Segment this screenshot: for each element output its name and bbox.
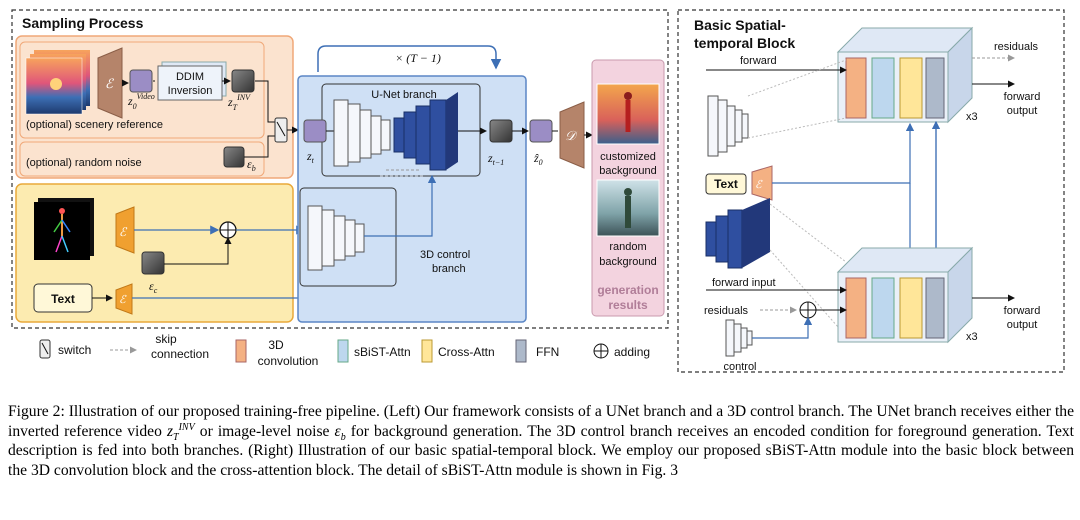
ddim-label-1: DDIM bbox=[176, 71, 204, 83]
right-control-stack bbox=[725, 319, 753, 357]
legend-sbist-icon bbox=[337, 339, 349, 363]
zt-minus-1-latent bbox=[489, 119, 513, 143]
z0-video-label: z0Video bbox=[127, 92, 155, 111]
residuals-bottom-label: residuals bbox=[704, 305, 749, 317]
eps-c-label: εc bbox=[149, 279, 158, 295]
generation-results-label-2: results bbox=[608, 298, 648, 312]
loop-label: × (T − 1) bbox=[395, 51, 441, 65]
z0-hat-latent bbox=[529, 119, 553, 143]
sun-shape bbox=[50, 78, 62, 90]
random-caption-1: random bbox=[609, 241, 646, 253]
right-panel-frame bbox=[677, 9, 1065, 373]
unet-decoder-stack bbox=[393, 92, 458, 171]
forward-output-2b: output bbox=[1007, 319, 1038, 331]
forward-output-1b: output bbox=[1007, 105, 1038, 117]
forward-label: forward bbox=[740, 55, 777, 67]
condition-encoder bbox=[115, 206, 135, 254]
eps-b-noise bbox=[223, 146, 245, 168]
customized-caption-2: background bbox=[599, 165, 657, 177]
z0-video-latent bbox=[129, 69, 153, 93]
zt-label: zt bbox=[306, 149, 315, 165]
video-encoder bbox=[97, 47, 123, 119]
caption-math-eps: εb bbox=[334, 422, 346, 443]
right-text-box bbox=[705, 173, 747, 195]
forward-output-2a: forward bbox=[1004, 305, 1041, 317]
text-encoder-symbol: ℰ bbox=[119, 294, 127, 306]
video-decoder bbox=[559, 101, 585, 169]
x3-top-label: x3 bbox=[966, 111, 978, 123]
eps-b-label: εb bbox=[247, 157, 256, 173]
top-spatial-temporal-block bbox=[836, 26, 974, 124]
legend-cross-label: Cross-Attn bbox=[438, 345, 495, 359]
left-panel-frame bbox=[11, 9, 669, 329]
left-panel-title: Sampling Process bbox=[22, 15, 144, 31]
zt-latent bbox=[303, 119, 327, 143]
residuals-top-label: residuals bbox=[994, 41, 1039, 53]
legend-conv-icon bbox=[235, 339, 247, 363]
legend-ffn-label: FFN bbox=[536, 345, 559, 359]
pipeline-figure: Sampling Process ℰ z0Video DDIM Inversio… bbox=[11, 9, 1065, 373]
caption-part2: or image-level noise bbox=[194, 422, 335, 440]
forward-input-label: forward input bbox=[712, 277, 776, 289]
z0-hat-label: ẑ0 bbox=[533, 151, 543, 167]
control-branch-box bbox=[299, 187, 397, 287]
caption-part3: for background generation. The 3D contro… bbox=[8, 422, 1074, 479]
control-label: control bbox=[723, 361, 756, 373]
forward-output-1a: forward bbox=[1004, 91, 1041, 103]
random-noise-box bbox=[19, 141, 265, 177]
legend-conv-label-2: convolution bbox=[258, 354, 319, 368]
denoising-loop-arrow bbox=[317, 45, 502, 72]
x3-bottom-label: x3 bbox=[966, 331, 978, 343]
scenery-reference-label: (optional) scenery reference bbox=[26, 119, 163, 131]
customized-caption-1: customized bbox=[600, 151, 656, 163]
figure-caption: Figure 2: Illustration of our proposed t… bbox=[8, 402, 1074, 480]
control-encoder-stack bbox=[307, 205, 365, 271]
zt-minus-1-label: zt−1 bbox=[487, 151, 504, 167]
unet-branch-label: U-Net branch bbox=[371, 89, 436, 101]
control-branch-label-1: 3D control bbox=[420, 249, 470, 261]
control-branch-label-2: branch bbox=[432, 263, 466, 275]
legend-ffn-icon bbox=[515, 339, 527, 363]
caption-part1: Figure 2: Illustration of our proposed t… bbox=[8, 403, 1074, 440]
legend-conv-label-1: 3D bbox=[268, 338, 284, 352]
unet-encoder-stack bbox=[333, 99, 391, 167]
legend-skip-label-2: connection bbox=[151, 347, 209, 361]
bottom-spatial-temporal-block bbox=[836, 246, 974, 344]
generation-results-label-1: generation bbox=[597, 283, 658, 297]
legend-adding-label: adding bbox=[614, 345, 650, 359]
legend-switch-label: switch bbox=[58, 343, 91, 357]
text-encoder bbox=[115, 283, 133, 315]
zT-inv-label: zTINV bbox=[227, 93, 251, 112]
random-caption-2: background bbox=[599, 256, 657, 268]
right-decoder-stack bbox=[705, 198, 770, 269]
legend-sbist-label: sBiST-Attn bbox=[354, 345, 411, 359]
right-unet-stack bbox=[707, 95, 749, 157]
condition-encoder-symbol: ℰ bbox=[119, 225, 128, 239]
zT-inv-latent bbox=[231, 69, 255, 93]
ddim-label-2: Inversion bbox=[168, 85, 213, 97]
random-noise-label: (optional) random noise bbox=[26, 157, 142, 169]
ddim-inversion-block bbox=[157, 65, 223, 101]
legend-cross-icon bbox=[421, 339, 433, 363]
right-panel-title-1: Basic Spatial- bbox=[694, 17, 786, 33]
video-encoder-symbol: ℰ bbox=[105, 76, 114, 91]
caption-math-z: zTINV bbox=[166, 421, 195, 443]
eps-c-noise bbox=[141, 251, 165, 275]
right-text-encoder bbox=[751, 165, 773, 201]
video-decoder-symbol: 𝒟 bbox=[565, 128, 578, 143]
right-text-label: Text bbox=[714, 177, 738, 191]
legend: switch skip connection 3D convolution sB… bbox=[39, 332, 650, 368]
text-prompt-label: Text bbox=[51, 292, 75, 306]
legend-skip-label-1: skip bbox=[155, 332, 177, 346]
right-panel-title-2: temporal Block bbox=[694, 35, 795, 51]
right-text-encoder-symbol: ℰ bbox=[755, 179, 763, 191]
